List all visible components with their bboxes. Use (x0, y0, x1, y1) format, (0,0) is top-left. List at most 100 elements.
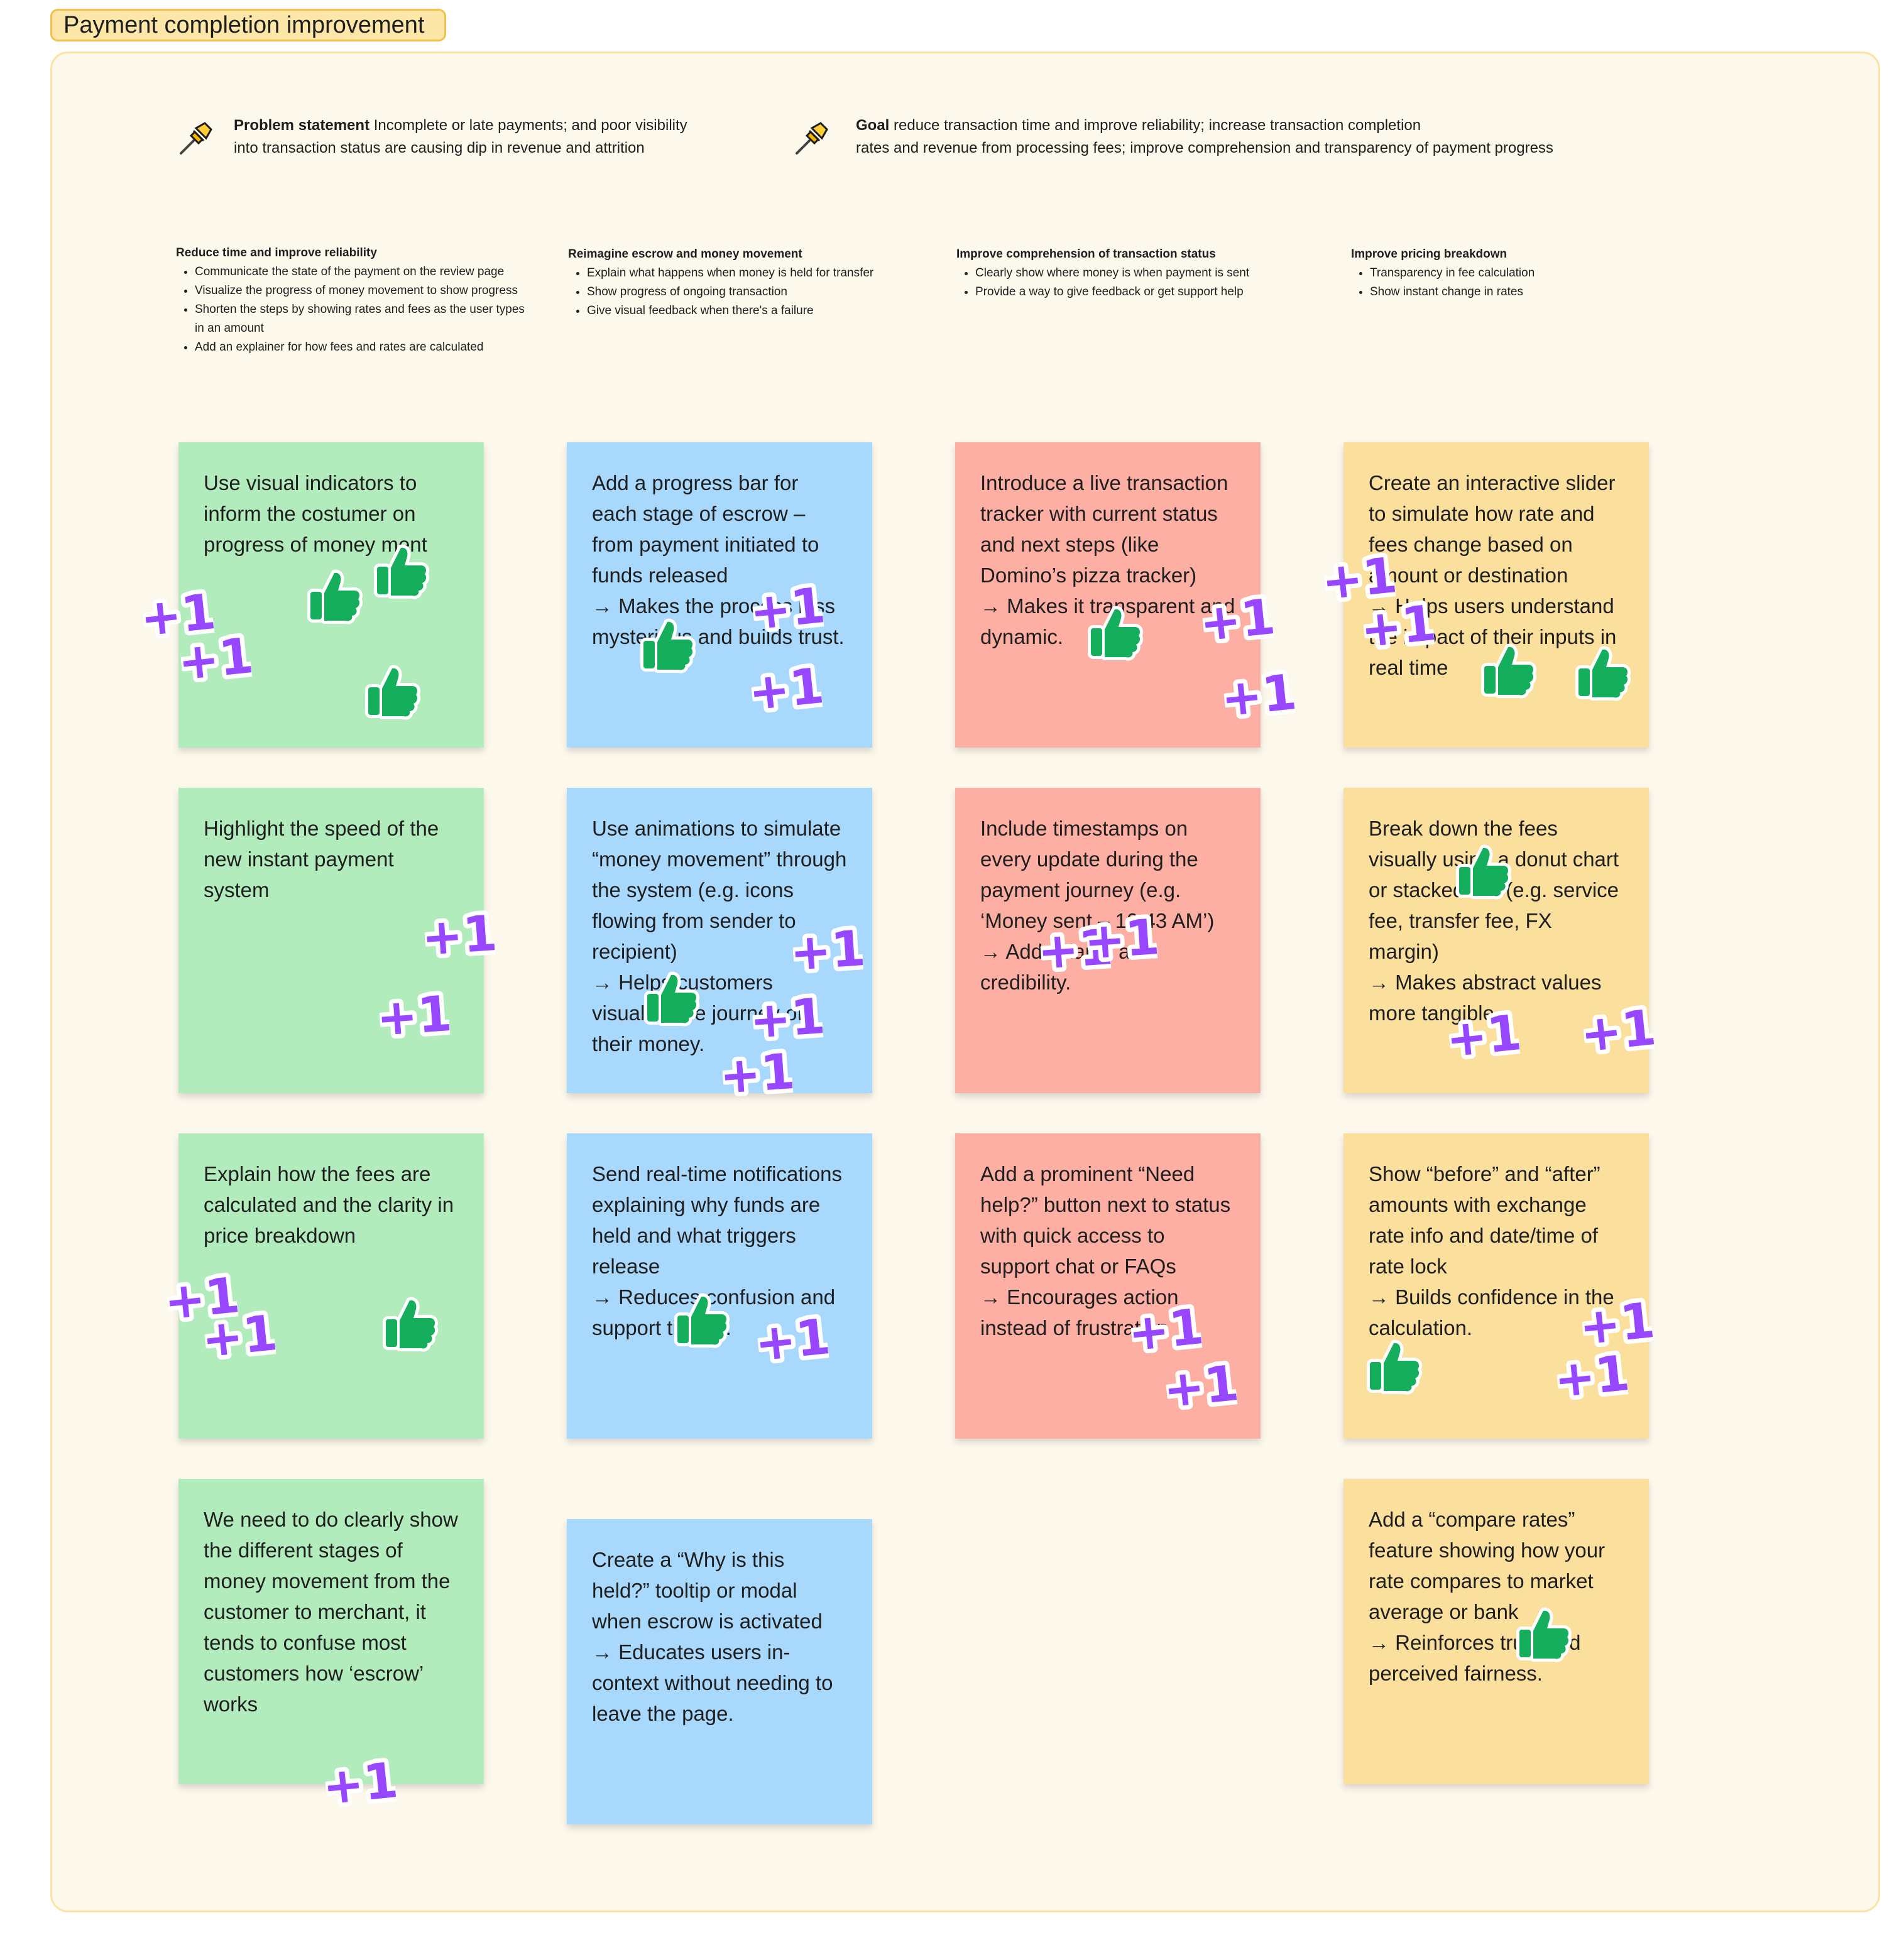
plus-one-icon[interactable]: +1+1 (322, 1750, 397, 1817)
board-title[interactable]: Payment completion improvement (50, 9, 446, 41)
sticky-text: Break down the fees visually using a don… (1369, 817, 1619, 1025)
plus-one-icon[interactable]: +1+1 (1200, 586, 1274, 653)
plus-one-icon[interactable]: +1+1 (1360, 592, 1435, 660)
problem-line-2: into transaction status are causing dip … (234, 139, 645, 156)
sticky-note-blue[interactable]: Use animations to simulate “money moveme… (567, 788, 872, 1093)
plus-one-icon[interactable]: +1+1 (423, 902, 496, 967)
sticky-note-blue[interactable]: Add a progress bar for each stage of esc… (567, 442, 872, 748)
plus-one-icon[interactable]: +1+1 (164, 1265, 239, 1332)
theme-item: Show instant change in rates (1370, 283, 1703, 302)
svg-text:+1: +1 (378, 986, 451, 1047)
sticky-note-blue[interactable]: Create a “Why is this held?” tooltip or … (567, 1519, 872, 1824)
sticky-note-green[interactable]: Highlight the speed of the new instant p… (178, 788, 484, 1093)
sticky-note-red[interactable]: Include timestamps on every update durin… (955, 788, 1261, 1093)
svg-text:+1: +1 (164, 1267, 239, 1331)
svg-text:+1: +1 (750, 577, 824, 641)
problem-line-1: Incomplete or late payments; and poor vi… (373, 117, 687, 134)
theme-pricing[interactable]: Improve pricing breakdown Transparency i… (1351, 245, 1703, 302)
svg-text:+1: +1 (423, 905, 496, 967)
sticky-text: Add a prominent “Need help?” button next… (980, 1162, 1231, 1339)
svg-text:+1: +1 (1200, 589, 1274, 653)
thumbs-up-icon[interactable] (641, 967, 701, 1028)
plus-one-icon[interactable]: +1+1 (202, 1302, 276, 1370)
theme-item: Transparency in fee calculation (1370, 264, 1703, 283)
svg-text:+1: +1 (1321, 547, 1396, 611)
sticky-text: Create an interactive slider to simulate… (1369, 471, 1617, 679)
plus-one-icon[interactable]: +1+1 (1085, 906, 1158, 971)
thumbs-up-icon[interactable] (1478, 640, 1538, 700)
plus-one-icon[interactable]: +1+1 (1321, 545, 1396, 612)
thumbs-up-icon[interactable] (362, 661, 422, 721)
svg-text:+1: +1 (1085, 909, 1158, 971)
thumbs-up-icon[interactable] (671, 1289, 731, 1349)
sticky-note-green[interactable]: We need to do clearly show the different… (178, 1479, 484, 1784)
svg-text:+1: +1 (378, 986, 451, 1047)
thumbs-up-icon[interactable] (1085, 602, 1145, 662)
goal-statement[interactable]: Goal reduce transaction time and improve… (856, 114, 1710, 160)
theme-reduce-time[interactable]: Reduce time and improve reliability Comm… (176, 244, 528, 357)
svg-text:+1: +1 (1128, 1299, 1203, 1363)
sticky-text: We need to do clearly show the different… (204, 1508, 458, 1716)
svg-text:+1: +1 (1221, 664, 1296, 728)
sticky-text: Highlight the speed of the new instant p… (204, 817, 439, 902)
theme-escrow[interactable]: Reimagine escrow and money movement Expl… (568, 245, 920, 320)
svg-text:+1: +1 (791, 920, 864, 982)
plus-one-icon[interactable]: +1+1 (1163, 1353, 1238, 1420)
svg-text:+1: +1 (178, 628, 253, 692)
plus-one-icon[interactable]: +1+1 (1039, 916, 1112, 981)
plus-one-icon[interactable]: +1+1 (140, 581, 215, 648)
svg-text:+1: +1 (750, 577, 824, 641)
theme-item: Provide a way to give feedback or get su… (975, 283, 1308, 302)
plus-one-icon[interactable]: +1+1 (1128, 1296, 1203, 1363)
plus-one-icon[interactable]: +1+1 (791, 917, 864, 982)
thumbs-up-icon[interactable] (637, 614, 698, 675)
sticky-note-green[interactable]: Explain how the fees are calculated and … (178, 1133, 484, 1439)
theme-comprehension[interactable]: Improve comprehension of transaction sta… (956, 245, 1308, 302)
plus-one-icon[interactable]: +1+1 (1579, 1290, 1654, 1357)
sticky-text: Send real-time notifications explaining … (592, 1162, 843, 1339)
plus-one-icon[interactable]: +1+1 (750, 575, 824, 642)
svg-text:+1: +1 (1446, 1005, 1521, 1069)
thumbs-up-icon[interactable] (371, 540, 431, 601)
plus-one-icon[interactable]: +1+1 (748, 655, 823, 722)
sticky-note-blue[interactable]: Send real-time notifications explaining … (567, 1133, 872, 1439)
sticky-text: Include timestamps on every update durin… (980, 817, 1215, 994)
problem-statement[interactable]: Problem statement Incomplete or late pay… (234, 114, 762, 160)
thumbs-up-icon[interactable] (1364, 1336, 1424, 1396)
plus-one-icon[interactable]: +1+1 (378, 983, 451, 1047)
svg-text:+1: +1 (1554, 1345, 1629, 1409)
sticky-text: Add a progress bar for each stage of esc… (592, 471, 845, 648)
sticky-note-red[interactable]: Introduce a live transaction tracker wit… (955, 442, 1261, 748)
svg-text:+1: +1 (721, 1044, 794, 1105)
thumbs-up-icon[interactable] (304, 565, 364, 626)
sticky-note-yellow[interactable]: Add a “compare rates” feature showing ho… (1343, 1479, 1649, 1784)
sticky-note-red[interactable]: Add a prominent “Need help?” button next… (955, 1133, 1261, 1439)
svg-text:+1: +1 (202, 1305, 276, 1369)
theme-title: Improve comprehension of transaction sta… (956, 248, 1216, 261)
goal-line-2: rates and revenue from processing fees; … (856, 139, 1553, 156)
sticky-note-yellow[interactable]: Break down the fees visually using a don… (1343, 788, 1649, 1093)
thumbs-up-icon[interactable] (380, 1293, 440, 1353)
thumbs-up-icon[interactable] (1513, 1603, 1573, 1664)
svg-text:+1: +1 (791, 920, 864, 982)
svg-text:+1: +1 (1221, 664, 1296, 728)
svg-text:+1: +1 (1580, 1000, 1655, 1064)
svg-text:+1: +1 (1039, 919, 1112, 981)
svg-text:+1: +1 (721, 1044, 794, 1105)
thumbs-up-icon[interactable] (1572, 642, 1633, 702)
plus-one-icon[interactable]: +1+1 (721, 1040, 794, 1105)
sticky-note-green[interactable]: Use visual indicators to inform the cost… (178, 442, 484, 748)
plus-one-icon[interactable]: +1+1 (1446, 1002, 1521, 1069)
theme-title: Reduce time and improve reliability (176, 246, 377, 259)
sticky-text: Use visual indicators to inform the cost… (204, 471, 427, 556)
plus-one-icon[interactable]: +1+1 (755, 1306, 829, 1373)
plus-one-icon[interactable]: +1+1 (1554, 1343, 1629, 1410)
plus-one-icon[interactable]: +1+1 (1221, 662, 1296, 729)
pushpin-icon (796, 122, 828, 155)
theme-item: Clearly show where money is when payment… (975, 264, 1308, 283)
thumbs-up-icon[interactable] (1453, 841, 1513, 901)
plus-one-icon[interactable]: +1+1 (178, 625, 253, 692)
svg-text:+1: +1 (755, 1309, 829, 1373)
plus-one-icon[interactable]: +1+1 (1580, 997, 1655, 1064)
plus-one-icon[interactable]: +1+1 (751, 985, 824, 1050)
